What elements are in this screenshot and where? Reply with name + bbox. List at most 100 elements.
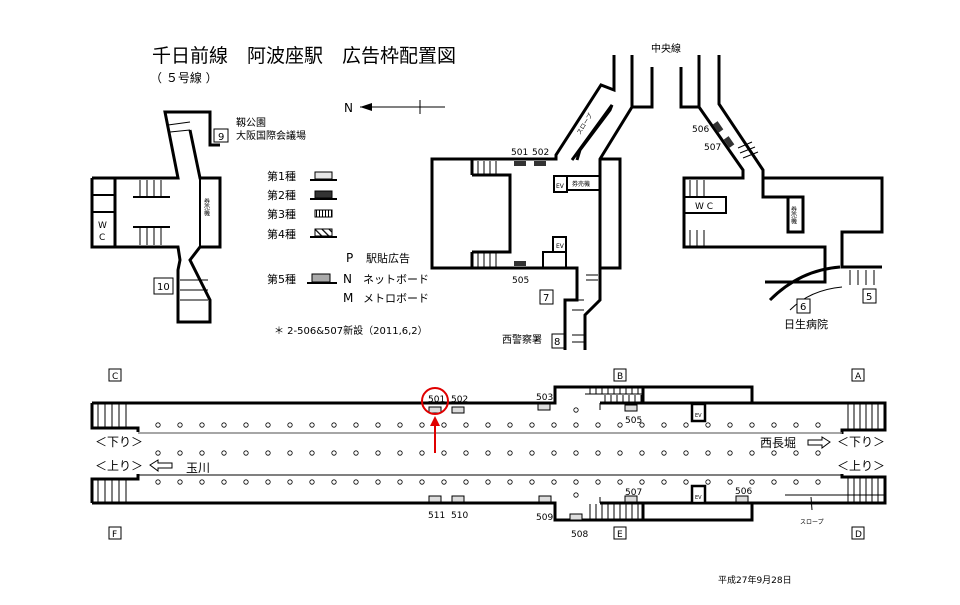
ad-509-marker[interactable]	[538, 495, 552, 503]
pillar	[331, 422, 337, 428]
pillar	[265, 479, 271, 485]
exit-a-label: A	[855, 372, 862, 382]
pillar	[265, 450, 271, 456]
ad-501-label: 501	[428, 395, 445, 405]
exit-c-box	[108, 368, 122, 382]
arrow-left-icon	[149, 459, 173, 472]
ad-507-marker[interactable]	[624, 495, 638, 503]
pillar	[309, 450, 315, 456]
ad-509-label: 509	[536, 513, 553, 523]
exit-a-box	[851, 368, 865, 382]
pillar	[243, 479, 249, 485]
pillar	[573, 479, 579, 485]
pillar	[683, 479, 689, 485]
west-destination: 玉川	[186, 461, 210, 475]
ad-505-marker[interactable]	[624, 404, 638, 412]
pillar	[793, 422, 799, 428]
pillar	[287, 422, 293, 428]
ad-505-label: 505	[625, 416, 642, 426]
ticket-machine-label: 券売機	[572, 180, 590, 188]
ad-506-label: 506	[692, 125, 709, 135]
pillar	[177, 479, 183, 485]
pillar	[309, 422, 315, 428]
pillar	[661, 422, 667, 428]
exit-e-box	[613, 526, 627, 540]
pillar	[177, 422, 183, 428]
pillar	[221, 479, 227, 485]
pillar	[529, 450, 535, 456]
pillar	[331, 450, 337, 456]
pillar	[287, 479, 293, 485]
pillar	[529, 422, 535, 428]
pillar	[771, 479, 777, 485]
exit-c-label: C	[112, 372, 118, 382]
left-concourse-plan: W C 券売機 9 靱公園 大阪国際会議場 10	[90, 110, 306, 324]
exit-9-label: 9	[218, 132, 224, 143]
ad-502-marker[interactable]	[451, 406, 465, 414]
ad-511-label: 511	[428, 511, 445, 521]
ad-510-marker[interactable]	[451, 495, 465, 503]
ev-label-2: EV	[556, 243, 565, 250]
pillar	[749, 479, 755, 485]
ad-506-marker[interactable]	[735, 495, 749, 503]
pillar	[485, 479, 491, 485]
slope-label: スロープ	[800, 519, 824, 526]
exit-5-label: 5	[866, 292, 872, 303]
pillar	[727, 422, 733, 428]
pillar	[463, 450, 469, 456]
pillar	[221, 450, 227, 456]
pillar	[793, 450, 799, 456]
ticket-machine-label: 券売機	[790, 205, 797, 225]
legend-type2-label: 第2種	[267, 188, 296, 202]
pillar	[595, 479, 601, 485]
place-conference-center: 大阪国際会議場	[236, 129, 306, 142]
pillar	[375, 479, 381, 485]
exit-10-box	[153, 277, 174, 295]
ad-506-label: 506	[735, 487, 752, 497]
pillar	[595, 422, 601, 428]
east-destination: 西長堀	[760, 435, 796, 450]
legend-type4-swatch	[314, 228, 333, 237]
ad-505-label: 505	[512, 276, 529, 286]
pillar	[177, 450, 183, 456]
up-label-right: ＜上り＞	[837, 459, 885, 473]
pillar	[507, 450, 513, 456]
pillar	[661, 479, 667, 485]
pillar	[639, 450, 645, 456]
legend-type4-label: 第4種	[267, 227, 296, 241]
pillar	[397, 479, 403, 485]
pillar	[573, 450, 579, 456]
ad-501-marker	[514, 161, 526, 166]
exit-7-box	[539, 289, 554, 305]
pillar	[507, 422, 513, 428]
ad-505-marker	[514, 261, 526, 266]
pillar	[683, 450, 689, 456]
pillar	[595, 450, 601, 456]
legend-note: ＊ 2-506&507新設（2011,6,2）	[274, 324, 428, 337]
ad-502-marker	[534, 161, 546, 166]
ticket-machine-label: 券売機	[203, 197, 210, 217]
ad-502-label: 502	[451, 395, 468, 405]
ad-508-marker[interactable]	[569, 513, 583, 521]
pillar	[661, 450, 667, 456]
ad-511-marker[interactable]	[428, 495, 442, 503]
pillar	[419, 450, 425, 456]
legend-type5-swatch	[311, 273, 331, 283]
pillar	[375, 450, 381, 456]
pillar	[551, 450, 557, 456]
pillar	[617, 479, 623, 485]
pillar	[749, 450, 755, 456]
exit-f-label: F	[112, 530, 117, 540]
legend-type3-swatch	[314, 209, 333, 218]
pillar	[353, 422, 359, 428]
pillar	[155, 422, 161, 428]
ad-503-marker[interactable]	[537, 403, 551, 411]
legend: 第1種 第2種 第3種 第4種 P 駅貼広告 第5種 N ネットボード M メト…	[267, 169, 429, 337]
ad-501-marker[interactable]	[428, 406, 442, 414]
pillar	[419, 422, 425, 428]
exit-d-box	[851, 526, 865, 540]
ad-507-marker	[723, 136, 735, 148]
pillar	[375, 422, 381, 428]
pillar	[793, 479, 799, 485]
highlight-circle	[421, 387, 449, 415]
